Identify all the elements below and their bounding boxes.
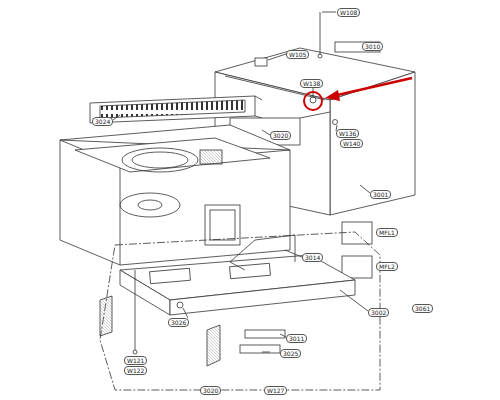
callout-number: 3001 xyxy=(370,190,391,199)
callout-number: W108 xyxy=(337,8,360,17)
callout-number: W140 xyxy=(340,139,363,148)
callout-number: W136 xyxy=(336,129,359,138)
callout-number: 3025 xyxy=(280,349,301,358)
callout-number: W105 xyxy=(286,50,309,59)
callout-number: 3020 xyxy=(200,386,221,395)
callout-number: 3020 xyxy=(270,131,291,140)
callout-number: W138 xyxy=(300,79,323,88)
callout-number: 3026 xyxy=(168,318,189,327)
callout-number: 3014 xyxy=(302,253,323,262)
callout-number: 3024 xyxy=(92,117,113,126)
callout-number: MFL1 xyxy=(376,228,398,237)
callout-number: W127 xyxy=(264,386,287,395)
callout-number: W121 xyxy=(124,356,147,365)
callout-number: 3002 xyxy=(368,308,389,317)
callout-number: MFL2 xyxy=(376,262,398,271)
callout-number: W122 xyxy=(124,366,147,375)
callout-number: 3011 xyxy=(286,334,307,343)
callout-number: 3010 xyxy=(362,42,383,51)
callout-number: 3061 xyxy=(412,304,433,313)
